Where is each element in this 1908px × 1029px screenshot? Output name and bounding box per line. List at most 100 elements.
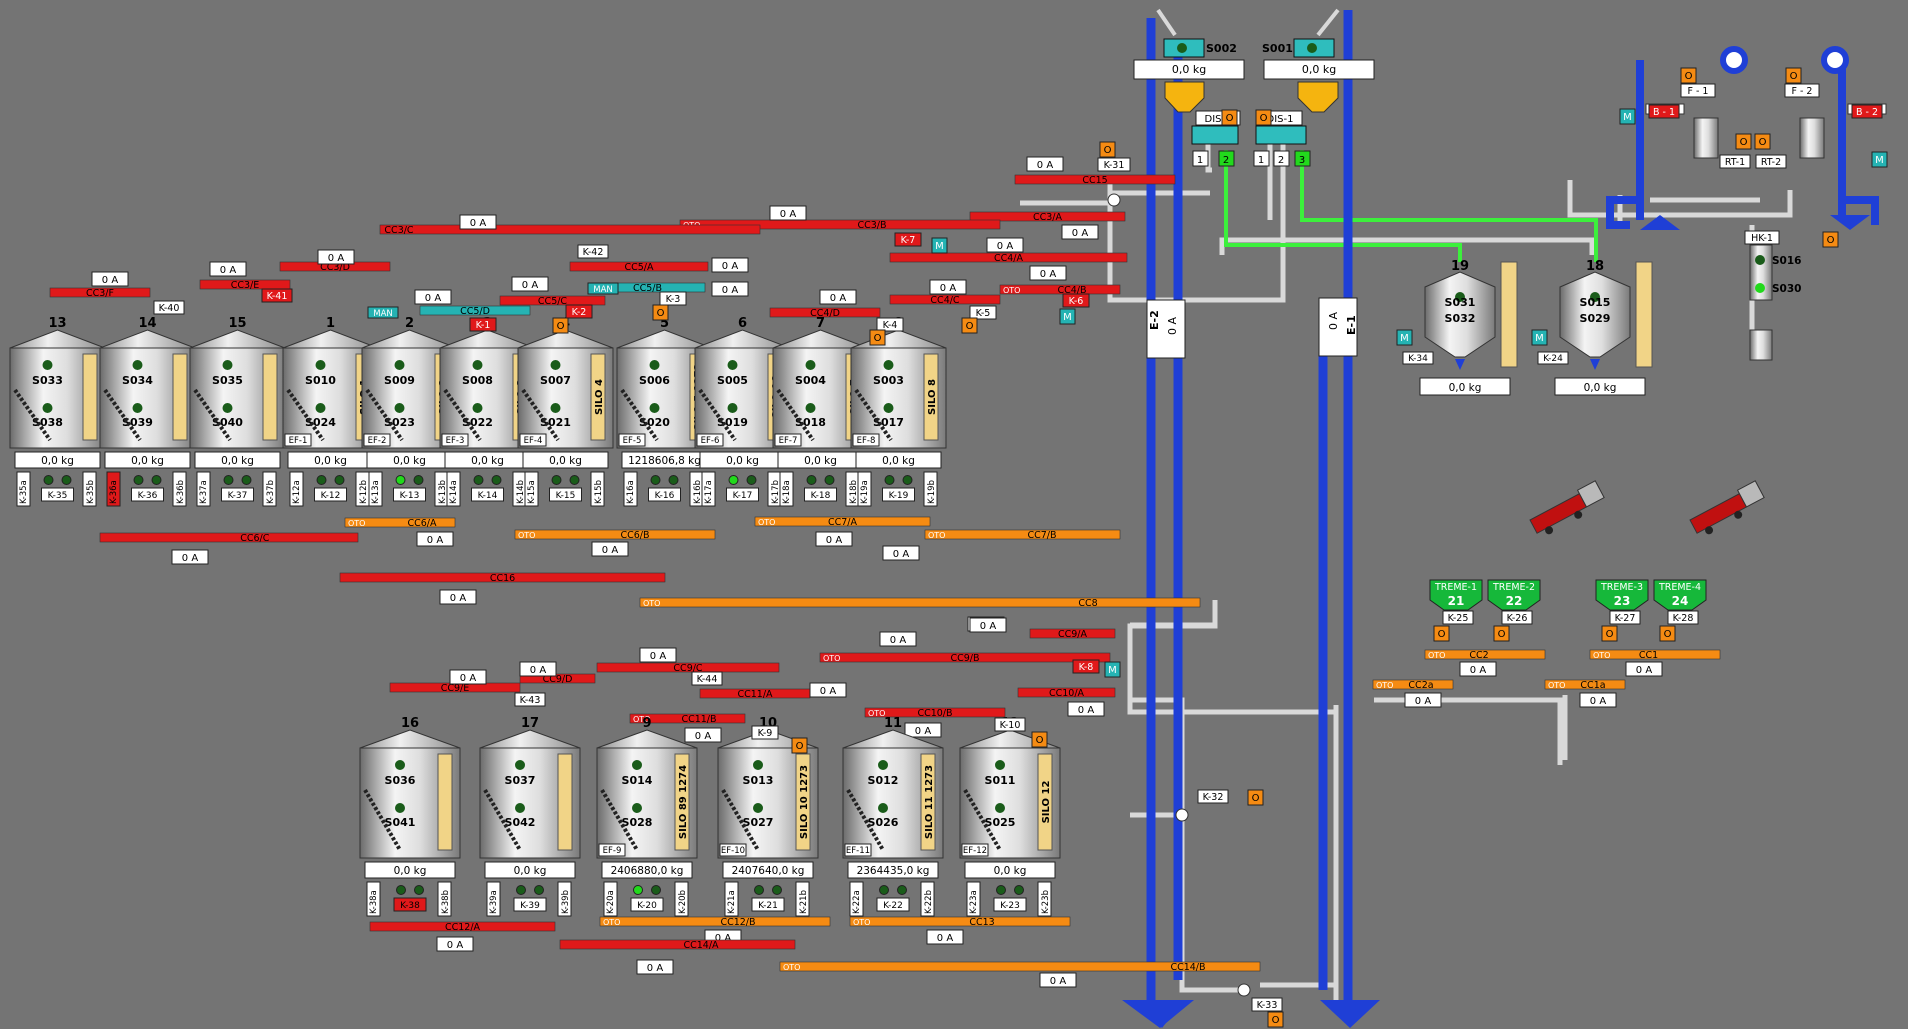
slide-gate-a[interactable]: K-22a <box>852 890 862 914</box>
valve-a-box[interactable] <box>289 471 304 507</box>
conveyor-cc3a[interactable]: CC3/A0 A <box>969 211 1126 240</box>
valve-b-box[interactable] <box>674 881 689 917</box>
slide-gate-a[interactable]: K-13a <box>371 480 381 504</box>
operator-command-badge-box[interactable] <box>869 329 886 346</box>
operator-command-badge[interactable]: O <box>1272 1015 1280 1026</box>
hopper-body[interactable] <box>1595 579 1649 611</box>
valve-box[interactable] <box>393 897 427 912</box>
conveyor-belt[interactable] <box>419 305 531 316</box>
operator-command-badge[interactable]: O <box>557 321 565 332</box>
valve-box[interactable] <box>513 897 547 912</box>
motor-mode-badge-box[interactable] <box>931 237 948 254</box>
bin-body[interactable] <box>1559 271 1631 358</box>
conveyor-cc4d[interactable]: CC4/D0 A <box>769 289 881 319</box>
valve-box[interactable] <box>993 897 1027 912</box>
slide-gate-a[interactable]: K-16a <box>626 480 636 504</box>
operator-command-badge[interactable]: O <box>1036 735 1044 746</box>
valve-box[interactable] <box>804 487 837 502</box>
conveyor-belt[interactable] <box>596 662 780 673</box>
conveyor-belt[interactable] <box>499 295 606 306</box>
valve-b-box[interactable] <box>82 471 97 507</box>
conveyor-belt[interactable] <box>1029 628 1116 639</box>
operator-command-badge[interactable]: O <box>1827 235 1835 246</box>
valve-box[interactable] <box>549 487 582 502</box>
manual-mode-label[interactable]: MAN <box>373 309 393 319</box>
operator-command-badge-box[interactable] <box>1267 1011 1284 1028</box>
valve-b-box[interactable] <box>590 471 605 507</box>
slide-gate-b[interactable]: K-15b <box>594 480 604 504</box>
valve-a-box[interactable] <box>446 471 461 507</box>
operator-command-badge-box[interactable] <box>1247 789 1264 806</box>
motor-mode-badge[interactable]: M <box>1535 333 1544 344</box>
slide-gate-b[interactable]: K-18b <box>849 480 859 504</box>
operator-command-badge[interactable]: O <box>1664 629 1672 640</box>
conveyor-cc5c[interactable]: CC5/C0 A <box>499 276 606 307</box>
conveyor-belt[interactable] <box>599 916 831 927</box>
fan-f2-icon[interactable] <box>1821 46 1849 74</box>
port-2[interactable]: 2 <box>1223 155 1229 166</box>
conveyor-cc5d[interactable]: CC5/D0 A <box>414 289 531 317</box>
conveyor-belt[interactable] <box>559 939 796 950</box>
valve-b-box[interactable] <box>437 881 452 917</box>
operator-command-badge[interactable]: O <box>1226 113 1234 124</box>
conveyor-belt[interactable] <box>849 916 1071 927</box>
operator-command-badge[interactable]: O <box>1790 71 1798 82</box>
conveyor-cc9e[interactable]: CC9/E0 A <box>389 669 521 694</box>
feed-bin-s001[interactable]: S001 0,0 kg DIS-1 <box>1255 8 1375 145</box>
valve-a-box[interactable] <box>603 881 618 917</box>
valve-a-box[interactable] <box>368 471 383 507</box>
conveyor-belt[interactable] <box>199 279 291 290</box>
conveyor-belt[interactable] <box>779 961 1261 972</box>
valve-a-box[interactable] <box>701 471 716 507</box>
conveyor-belt[interactable] <box>769 307 881 318</box>
slide-gate-b[interactable]: K-39b <box>561 890 571 914</box>
intake-hopper-24[interactable]: TREME-424 <box>1653 579 1707 611</box>
conveyor-cc4a[interactable]: CC4/A0 A <box>889 237 1128 264</box>
slide-gate-a[interactable]: K-14a <box>449 480 459 504</box>
conveyor-cc3d[interactable]: CC3/D0 A <box>279 249 391 273</box>
manual-mode-box[interactable] <box>367 306 399 319</box>
fan-f1-icon[interactable] <box>1720 46 1748 74</box>
conveyor-belt[interactable] <box>339 572 666 583</box>
operator-command-badge-box[interactable] <box>1433 625 1450 642</box>
slide-gate-b[interactable]: K-16b <box>693 480 703 504</box>
slide-gate-b[interactable]: K-14b <box>516 480 526 504</box>
motor-mode-badge-box[interactable] <box>1871 151 1888 168</box>
slide-gate-b[interactable]: K-13b <box>438 480 448 504</box>
slide-gate-a[interactable]: K-35a <box>19 480 29 504</box>
conveyor-belt[interactable] <box>1424 649 1546 660</box>
slide-gate[interactable]: K-20 <box>637 901 657 911</box>
conveyor-cc9d[interactable]: CC9/D0 A <box>519 661 596 685</box>
slide-gate-a[interactable]: K-36a <box>109 480 119 504</box>
port-2[interactable]: 2 <box>1278 155 1284 166</box>
slide-gate-b[interactable]: K-19b <box>927 480 937 504</box>
bin-body[interactable] <box>1424 271 1496 358</box>
valve-a-box[interactable] <box>196 471 211 507</box>
valve-a-box[interactable] <box>106 471 121 507</box>
conveyor-belt[interactable] <box>629 713 746 724</box>
operator-command-badge[interactable]: O <box>657 308 665 319</box>
slide-gate-a[interactable]: K-19a <box>860 480 870 504</box>
feed-bin-s002[interactable]: S002 0,0 kg DIS-2 <box>1133 8 1245 145</box>
conveyor-belt[interactable] <box>1544 679 1626 690</box>
conveyor-belt[interactable] <box>569 261 709 272</box>
operator-command-badge-box[interactable] <box>1659 625 1676 642</box>
valve-a-box[interactable] <box>524 471 539 507</box>
motor-mode-badge[interactable]: M <box>1400 333 1409 344</box>
operator-command-badge-box[interactable] <box>652 304 669 321</box>
conveyor-belt[interactable] <box>1589 649 1721 660</box>
valve-box[interactable] <box>751 897 785 912</box>
